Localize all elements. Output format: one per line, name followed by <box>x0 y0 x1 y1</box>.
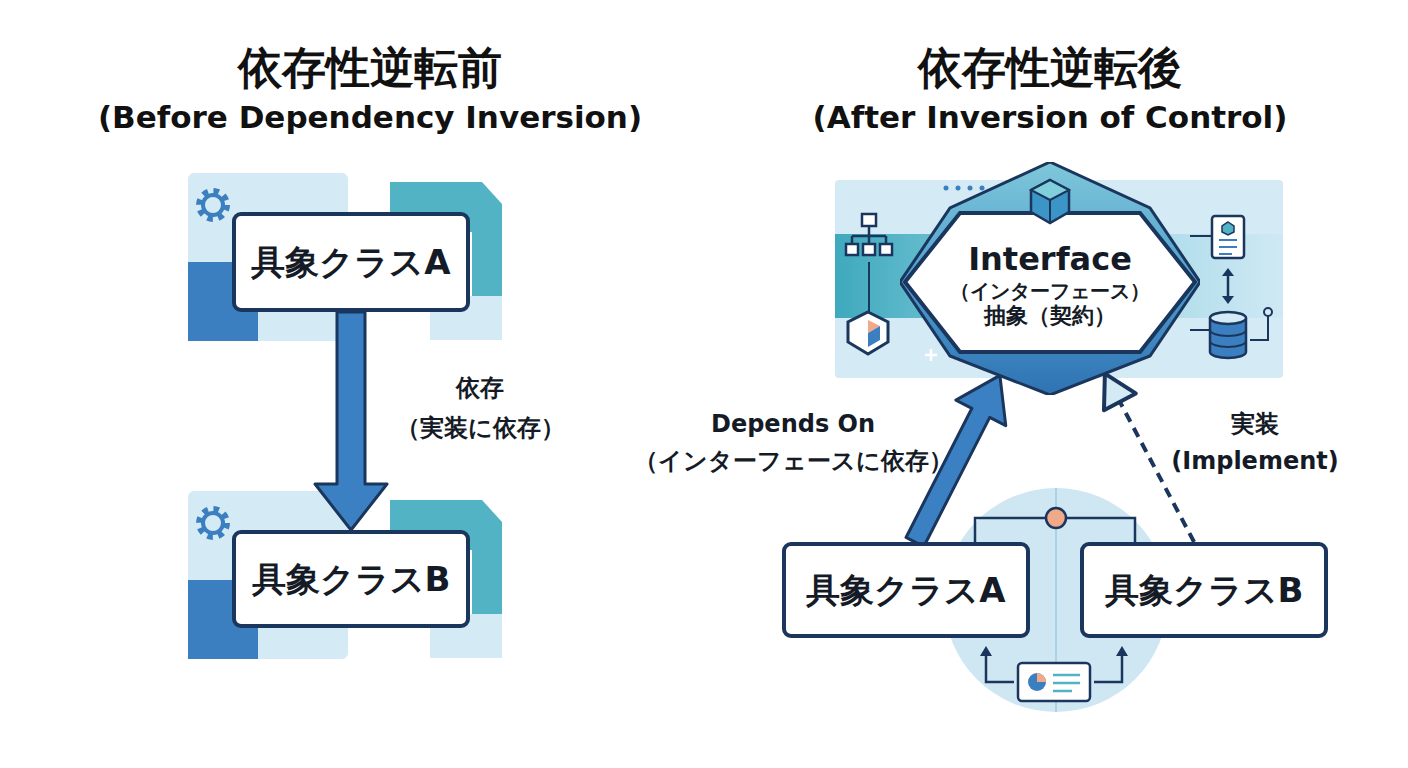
edge-label: 依存 （実装に依存） <box>390 368 570 448</box>
dot <box>956 186 961 191</box>
interface-title: Interface <box>968 240 1132 278</box>
report-icon <box>1028 673 1046 691</box>
dot <box>944 186 949 191</box>
gear-icon <box>203 195 223 215</box>
leader-line <box>1190 329 1210 331</box>
hexagon-frame <box>900 162 1200 395</box>
cube-icon <box>1031 180 1069 200</box>
report-icon <box>1037 673 1046 682</box>
interface-subtitle: 抽象（契約） <box>984 303 1116 329</box>
hierarchy-node <box>862 214 876 226</box>
hierarchy-line <box>852 226 886 244</box>
hierarchy-node <box>863 244 875 255</box>
hollow-arrowhead <box>1104 374 1136 411</box>
section-title: 依存性逆転前 <box>0 42 770 95</box>
arrow-body <box>906 375 1006 546</box>
section-subtitle: (Before Dependency Inversion) <box>0 99 770 136</box>
document-icon <box>1222 222 1234 235</box>
leader-line <box>868 262 870 312</box>
hierarchy-node <box>846 244 858 255</box>
edge-label: Depends On （インターフェースに依存） <box>634 406 952 480</box>
flow-arrow <box>1116 646 1128 656</box>
sync-arrow <box>1227 272 1230 300</box>
flow-arrow <box>980 646 992 656</box>
dot <box>968 186 973 191</box>
class-box: 具象クラスB <box>232 530 470 628</box>
database-icon <box>1210 330 1246 347</box>
report-icon <box>1018 663 1090 701</box>
link-node <box>1046 508 1066 528</box>
class-name: 具象クラスB <box>1105 570 1304 611</box>
gear-icon <box>199 509 227 537</box>
interface-hexagon: Interface（インターフェース）抽象（契約） <box>900 162 1200 395</box>
dependency-arrow <box>315 312 387 530</box>
document-icon <box>1219 240 1237 254</box>
class-name: 具象クラスA <box>251 242 450 283</box>
gear-icon <box>199 191 227 219</box>
cube-icon <box>1031 180 1069 223</box>
database-icon <box>1210 312 1246 324</box>
cube-icon <box>1031 180 1069 223</box>
sync-arrow <box>1222 268 1234 304</box>
section-title: 依存性逆転後 <box>650 42 1408 95</box>
leader-line <box>1190 235 1212 237</box>
leader-line <box>1250 316 1268 340</box>
plus-sign <box>925 349 937 361</box>
edge-label: 実装 (Implement) <box>1165 406 1345 480</box>
document-icon <box>1212 216 1244 258</box>
interface-reading: （インターフェース） <box>950 279 1150 303</box>
cube-icon <box>1049 200 1051 223</box>
hierarchy-node <box>880 244 892 255</box>
hierarchy-icon <box>846 214 892 255</box>
class-name: 具象クラスA <box>806 570 1005 611</box>
class-box: 具象クラスB <box>1080 542 1328 638</box>
flow-arrow <box>986 654 1014 682</box>
dashed-line <box>1120 402 1194 542</box>
gear-icon <box>203 513 223 533</box>
class-box: 具象クラスA <box>782 542 1030 638</box>
class-box: 具象クラスA <box>232 212 470 312</box>
implements-arrow <box>1104 374 1194 542</box>
arrow-body <box>315 312 387 530</box>
report-icon <box>1053 675 1080 691</box>
shield-icon <box>868 326 880 347</box>
hexagon-face <box>905 213 1195 352</box>
connector-dot <box>1264 308 1272 316</box>
class-name: 具象クラスB <box>252 559 451 600</box>
shield-icon <box>848 312 888 354</box>
dot <box>980 186 985 191</box>
dependency-arrow <box>906 375 1006 546</box>
section-subtitle: (After Inversion of Control) <box>650 99 1408 136</box>
flow-arrow <box>1094 654 1122 682</box>
